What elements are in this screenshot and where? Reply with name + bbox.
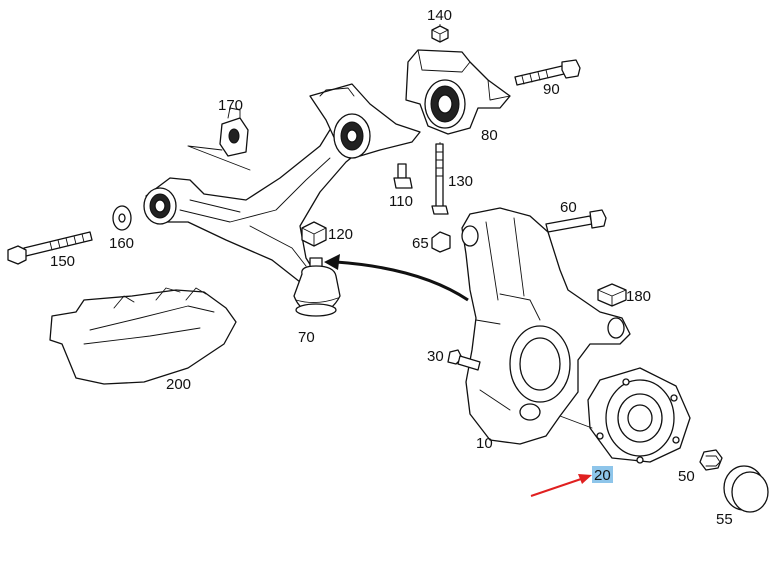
part-label-140[interactable]: 140: [427, 7, 452, 24]
part-10-steering-knuckle-drawing: [461, 207, 631, 445]
part-30-bolt-drawing: [447, 349, 481, 371]
part-label-160[interactable]: 160: [109, 235, 134, 252]
part-label-150[interactable]: 150: [50, 253, 75, 270]
part-60-bolt-drawing: [545, 209, 607, 233]
lower-control-arm-drawing: [143, 83, 421, 283]
part-140-nut-drawing: [431, 25, 449, 43]
part-label-90[interactable]: 90: [543, 81, 560, 98]
part-label-30[interactable]: 30: [427, 348, 444, 365]
part-55-cap-drawing: [723, 465, 769, 513]
part-label-10[interactable]: 10: [476, 435, 493, 452]
part-label-65[interactable]: 65: [412, 235, 429, 252]
black-pointer-arrow: [324, 254, 469, 302]
part-160-washer-drawing: [112, 205, 132, 231]
part-110-bolt-drawing: [393, 163, 413, 189]
part-200-shield-drawing: [49, 287, 237, 385]
part-170-bracket-drawing: [187, 107, 251, 171]
part-20-highlight: [592, 466, 613, 483]
part-120-nut-drawing: [301, 221, 327, 247]
part-label-180[interactable]: 180: [626, 288, 651, 305]
part-label-200[interactable]: 200: [166, 376, 191, 393]
part-label-50[interactable]: 50: [678, 468, 695, 485]
part-20-wheel-hub-drawing: [559, 367, 691, 464]
part-label-55[interactable]: 55: [716, 511, 733, 528]
part-50-bolt-drawing: [699, 449, 723, 471]
part-label-110[interactable]: 110: [389, 193, 413, 210]
part-label-20[interactable]: 20: [594, 467, 611, 484]
part-65-nut-drawing: [431, 231, 451, 253]
part-label-120[interactable]: 120: [328, 226, 353, 243]
part-label-170[interactable]: 170: [218, 97, 243, 114]
red-pointer-arrow: [530, 474, 592, 497]
part-90-bolt-drawing: [514, 59, 581, 86]
part-label-70[interactable]: 70: [298, 329, 315, 346]
part-label-130[interactable]: 130: [448, 173, 473, 190]
part-150-bolt-drawing: [7, 231, 93, 265]
part-180-nut-drawing: [597, 283, 627, 307]
part-label-80[interactable]: 80: [481, 127, 498, 144]
part-130-stud-drawing: [431, 143, 449, 215]
part-70-ball-joint-drawing: [293, 257, 341, 317]
part-label-60[interactable]: 60: [560, 199, 577, 216]
part-80-bushing-drawing: [405, 49, 511, 135]
